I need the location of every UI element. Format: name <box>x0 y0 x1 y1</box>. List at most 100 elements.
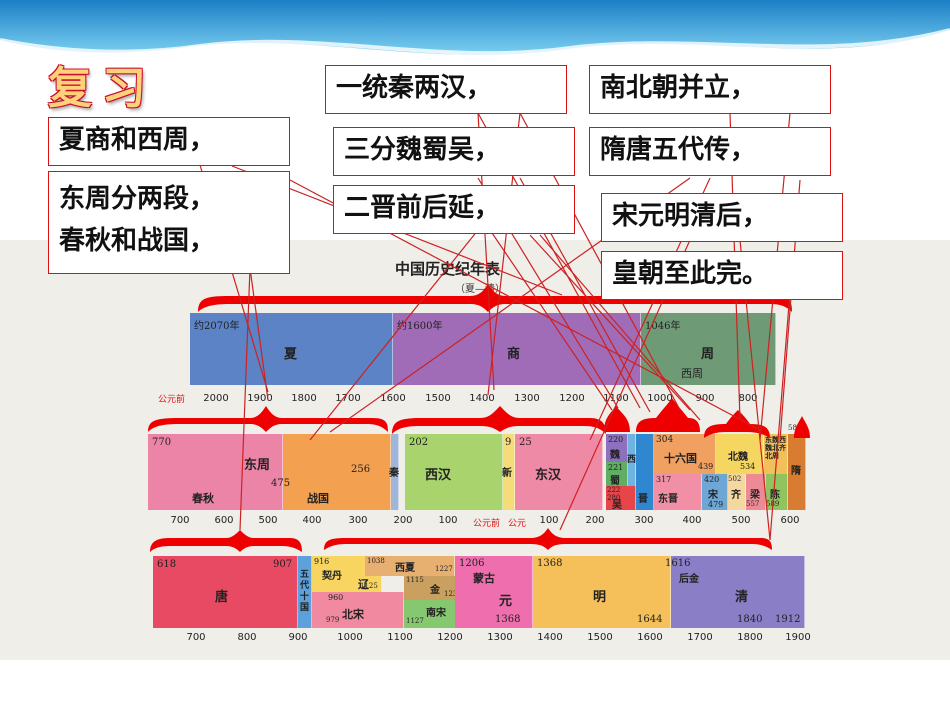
page-title: 复习 <box>48 63 156 114</box>
chart-subtitle: （夏—清） <box>455 284 505 295</box>
segment-xihan: 202 西汉 <box>405 434 503 510</box>
segment-wei: 220 魏 <box>606 434 628 462</box>
dynasty-label: 陈 <box>770 490 780 501</box>
dynasty-label: 秦 <box>389 468 399 479</box>
axis-row-1: 2000 1900 1800 1700 1600 1500 1400 1300 … <box>190 393 776 409</box>
dynasty-label: 春秋 <box>192 492 214 505</box>
year-label: 1644 <box>637 614 663 625</box>
tick-label: 800 <box>237 632 257 643</box>
year-label: 770 <box>152 437 172 448</box>
dynasty-label: 商 <box>507 347 521 362</box>
verse-box-1: 一统秦两汉， <box>325 65 567 114</box>
dynasty-label: 蜀 <box>610 476 620 487</box>
segment-qin: 秦 <box>389 434 399 510</box>
dynasty-label: 东晋 <box>658 494 678 505</box>
timeline-row-3: 618 907 唐 五代十国 916 契丹 辽 1125 960 北宋 979 … <box>153 556 805 628</box>
tick-label: 400 <box>682 515 702 526</box>
dynasty-label: 吴 <box>612 500 622 511</box>
segment-chen: 陈 589 <box>766 474 788 510</box>
segment-shu: 221 蜀 <box>606 462 628 487</box>
dynasty-label: 蒙古 <box>473 572 495 585</box>
segment-jin-dynasty: 1115 金 1234 <box>404 576 464 600</box>
tick-label: 1600 <box>637 632 663 643</box>
tick-label: 400 <box>302 515 322 526</box>
tick-label: 1900 <box>247 393 273 404</box>
year-label: 479 <box>708 500 724 509</box>
year-label: 256 <box>351 464 371 475</box>
segment-beisong: 960 北宋 979 <box>312 592 404 628</box>
year-label: 1206 <box>459 558 485 569</box>
year-label: 1912 <box>775 614 801 625</box>
dynasty-label: 契丹 <box>322 571 342 582</box>
dynasty-label: 元 <box>499 594 513 609</box>
segment-beiwei: 北魏 534 <box>716 434 764 474</box>
year-label: 约1600年 <box>397 321 443 332</box>
segment-zhanguo: 475 256 战国 <box>271 434 391 510</box>
year-label: 25 <box>519 437 532 448</box>
segment-zhou: 1046年 周 西周 <box>641 313 776 385</box>
year-label: 202 <box>409 437 429 448</box>
verse-box-2: 南北朝并立， <box>589 65 831 114</box>
dynasty-label: 东周 <box>244 458 271 473</box>
dynasty-label: 辽 <box>358 578 369 591</box>
segment-xijin: 西 <box>627 434 636 486</box>
tick-label: 1300 <box>514 393 540 404</box>
dynasty-sublabel: 西周 <box>681 367 703 380</box>
ad-label: 公元 <box>508 519 527 529</box>
year-label: 1127 <box>406 617 424 625</box>
tick-label: 700 <box>186 632 206 643</box>
year-label: 979 <box>326 616 340 624</box>
segment-xin: 9 新 <box>502 434 515 510</box>
tick-label: 1300 <box>487 632 513 643</box>
tick-label: 1400 <box>537 632 563 643</box>
segment-wu: 222 280 吴 <box>606 486 636 511</box>
segment-mongol-yuan: 1206 蒙古 元 1368 <box>455 556 533 628</box>
verse-box-3: 夏商和西周， <box>48 117 290 166</box>
dynasty-label: 西夏 <box>395 563 415 574</box>
tick-label: 300 <box>348 515 368 526</box>
tick-label: 1500 <box>425 393 451 404</box>
tick-label: 1500 <box>587 632 613 643</box>
verse-line: 东周分两段， <box>59 184 216 214</box>
segment-ming: 1368 明 1644 <box>533 556 671 628</box>
dynasty-label: 梁 <box>750 490 760 501</box>
tick-label: 2000 <box>203 393 229 404</box>
tick-label: 1100 <box>603 393 629 404</box>
timeline-row-2: 770 东周 春秋 475 256 战国 秦 202 西汉 9 新 25 东汉 … <box>148 424 806 511</box>
year-label: 502 <box>728 475 742 483</box>
dynasty-label: 唐 <box>215 590 229 605</box>
axis-row-3: 700 800 900 1000 1100 1200 1300 1400 150… <box>153 632 810 648</box>
year-label: 1368 <box>537 558 563 569</box>
dynasty-label: 战国 <box>307 492 329 505</box>
year-label: 317 <box>656 475 672 484</box>
dynasty-label: 北魏 <box>728 452 748 463</box>
tick-label: 1700 <box>335 393 361 404</box>
dynasty-label: 十六国 <box>664 452 697 465</box>
year-label: 约2070年 <box>194 321 240 332</box>
tick-label: 1400 <box>469 393 495 404</box>
tick-label: 1600 <box>380 393 406 404</box>
dynasty-label: 夏 <box>284 347 298 362</box>
segment-xixia: 1038 西夏 1227 <box>365 556 455 576</box>
year-label: 589 <box>766 500 780 508</box>
segment-jin: 晋 <box>636 434 654 510</box>
timeline-row-1: 约2070年 夏 约1600年 商 1046年 周 西周 <box>190 313 776 385</box>
dynasty-label: 东汉 <box>535 468 562 483</box>
segment-dongjin: 317 东晋 <box>654 474 702 510</box>
year-label: 1234 <box>444 590 462 598</box>
year-label: 557 <box>746 500 760 508</box>
segment-tang: 618 907 唐 <box>153 556 298 628</box>
year-label: 220 <box>608 435 624 444</box>
chart-title: 中国历史纪年表 <box>395 260 501 278</box>
tick-label: 700 <box>170 515 190 526</box>
dynasty-label: 西汉 <box>425 468 452 483</box>
tick-label: 100 <box>539 515 559 526</box>
verse-box-8: 宋元明清后， <box>601 193 843 242</box>
verse-box-5: 隋唐五代传， <box>589 127 831 176</box>
verse-box-4: 三分魏蜀吴， <box>333 127 575 176</box>
verse-box-7: 二晋前后延， <box>333 185 575 234</box>
dynasty-label: 后金 <box>679 574 699 585</box>
year-label: 581 <box>788 424 802 432</box>
tick-label: 800 <box>738 393 758 404</box>
year-label: 916 <box>314 557 330 566</box>
